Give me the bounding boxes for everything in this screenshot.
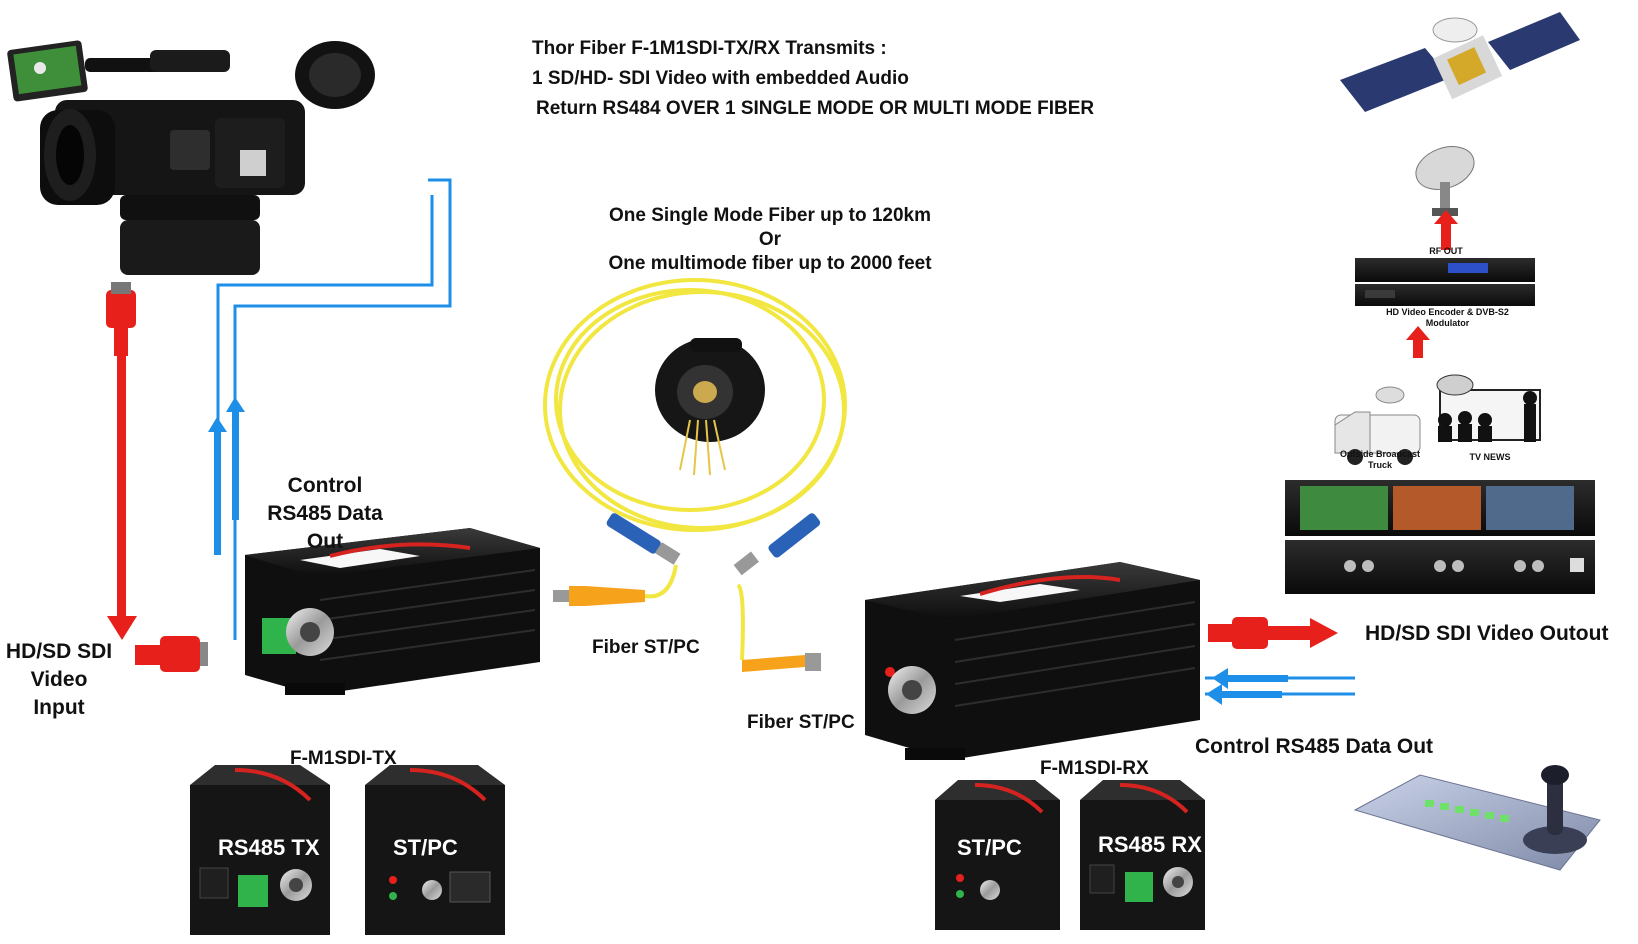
satellite-icon xyxy=(1340,12,1580,112)
fiber-note-line-1: One Single Mode Fiber up to 120km xyxy=(609,205,931,226)
camcorder-icon xyxy=(7,40,375,275)
tx-panel-rs485 xyxy=(190,765,330,935)
tx-model-label: F-M1SDI-TX xyxy=(290,748,397,769)
rf-up-arrow xyxy=(1434,210,1458,250)
header-line-1: Thor Fiber F-1M1SDI-TX/RX Transmits : xyxy=(532,38,887,59)
fiber-note-line-3: One multimode fiber up to 2000 feet xyxy=(608,253,932,274)
rx-unit-main xyxy=(865,562,1200,760)
fiber-note-line-2: Or xyxy=(758,229,782,250)
bnc-connector-rx-output xyxy=(1208,617,1268,649)
rx-fiber-connector xyxy=(736,583,821,672)
video-input-arrow xyxy=(107,356,137,640)
rx-fiber-label: Fiber ST/PC xyxy=(747,712,855,733)
control-label-line-2: RS485 Data xyxy=(267,502,383,525)
monitor-rack xyxy=(1285,480,1595,594)
input-label-line-1: HD/SD SDI xyxy=(5,640,113,663)
tx-unit-main xyxy=(245,528,540,695)
tx-panel-stpc-label: ST/PC xyxy=(393,835,458,860)
data-return-arrows-right xyxy=(1206,668,1288,705)
encoder-label-line-1: HD Video Encoder & DVB-S2 xyxy=(1386,307,1509,317)
fiber-reel-icon xyxy=(655,338,765,476)
tx-fiber-label: Fiber ST/PC xyxy=(592,637,700,658)
data-return-arrows-left xyxy=(208,397,245,555)
bnc-connector-tx-input xyxy=(135,636,208,672)
encoder-up-arrow xyxy=(1406,326,1430,358)
input-label-line-3: Input xyxy=(33,696,85,719)
input-label-line-2: Video xyxy=(30,668,88,691)
control-output-label: Control RS485 Data Out xyxy=(1195,735,1434,758)
rx-panel-stpc-label: ST/PC xyxy=(957,835,1022,860)
truck-label-line-2: Truck xyxy=(1367,460,1392,470)
ptz-controller-icon xyxy=(1353,765,1601,871)
fiber-cable-coil xyxy=(543,278,847,532)
encoder-modulator-rack xyxy=(1355,258,1535,306)
video-output-label: HD/SD SDI Video Outout xyxy=(1365,622,1609,645)
header-line-3: Return RS484 OVER 1 SINGLE MODE OR MULTI… xyxy=(536,98,1095,119)
header-line-2: 1 SD/HD- SDI Video with embedded Audio xyxy=(532,68,909,89)
rx-panel-rs485-label: RS485 RX xyxy=(1098,832,1202,857)
tx-fiber-connector xyxy=(553,564,678,606)
rf-out-label: RF OUT xyxy=(1429,246,1463,256)
ob-truck-icon xyxy=(1334,386,1421,465)
bnc-connector-camera xyxy=(106,282,136,356)
tx-panel-stpc xyxy=(365,765,505,935)
satellite-dish-icon xyxy=(1415,146,1475,216)
rx-model-label: F-M1SDI-RX xyxy=(1040,758,1149,779)
encoder-label-line-2: Modulator xyxy=(1425,318,1470,328)
video-output-arrow xyxy=(1268,618,1338,648)
rx-panel-stpc xyxy=(935,780,1060,930)
tx-panel-rs485-label: RS485 TX xyxy=(218,835,320,860)
st-connector-blue-right xyxy=(733,513,821,576)
tv-news-label: TV NEWS xyxy=(1469,452,1511,462)
st-connector-blue-left xyxy=(606,513,681,565)
rx-panel-rs485 xyxy=(1080,780,1205,930)
control-label-line-3: Out xyxy=(306,530,344,553)
control-label-line-1: Control xyxy=(287,474,363,497)
tv-news-icon xyxy=(1436,374,1541,442)
truck-label-line-1: Outside Broadcast xyxy=(1339,449,1421,459)
